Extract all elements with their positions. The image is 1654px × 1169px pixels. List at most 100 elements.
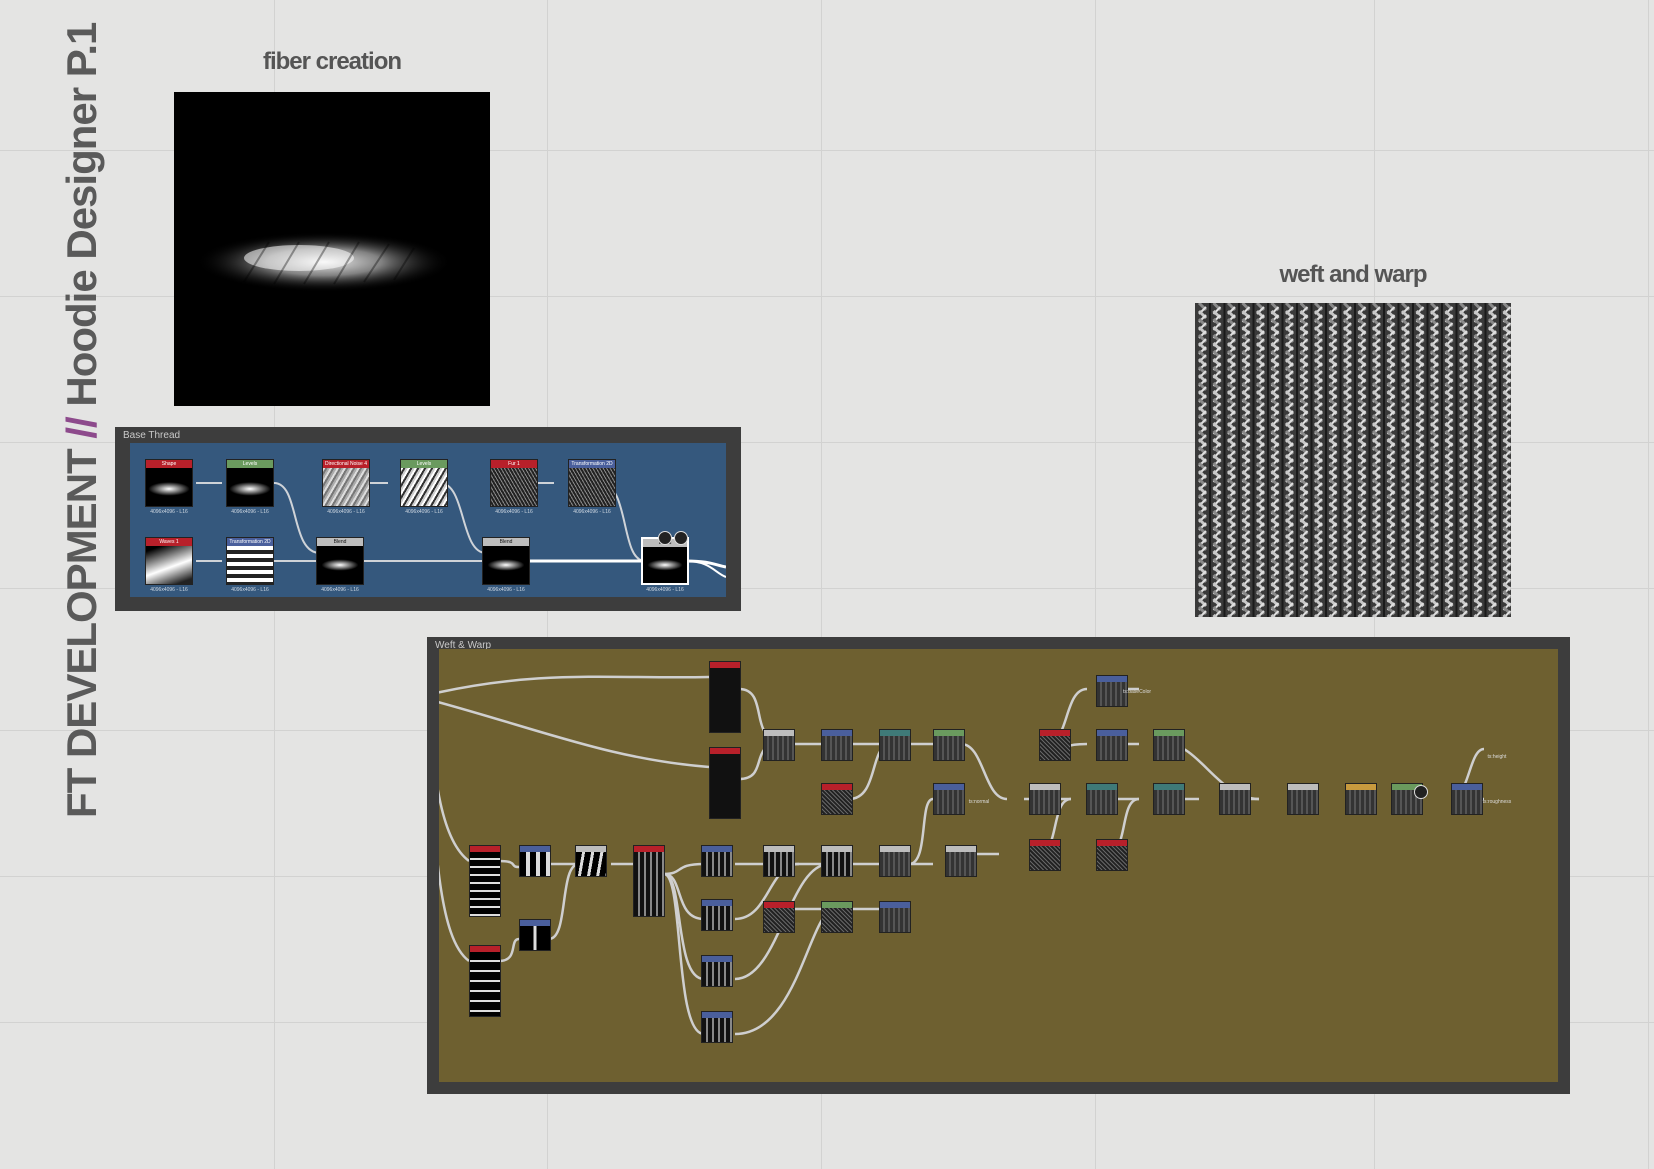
node-preview	[822, 852, 852, 876]
node-transformation-2d-2[interactable]: Transformation 2D	[226, 537, 274, 585]
node-header	[1452, 784, 1482, 790]
base-thread-canvas[interactable]: Shape 4096x4096 - L16 Levels 4096x4096 -…	[130, 443, 726, 597]
node-preview	[1097, 682, 1127, 706]
node-header	[520, 920, 550, 926]
grid-line	[821, 0, 822, 1169]
node-preview	[470, 852, 500, 916]
graph-node[interactable]	[763, 729, 795, 761]
node-blend-2[interactable]: Blend	[482, 537, 530, 585]
node-fur[interactable]: Fur 1	[490, 459, 538, 507]
graph-node[interactable]	[1451, 783, 1483, 815]
graph-node[interactable]	[945, 845, 977, 877]
pin-icon[interactable]	[1414, 785, 1428, 799]
node-title: Transformation 2D	[571, 461, 613, 467]
node-header	[576, 846, 606, 852]
graph-node[interactable]	[933, 783, 965, 815]
node-preview	[1030, 790, 1060, 814]
graph-node[interactable]	[469, 845, 501, 917]
node-directional-noise[interactable]: Directional Noise 4	[322, 459, 370, 507]
graph-node[interactable]	[1153, 783, 1185, 815]
node-levels[interactable]: Levels	[226, 459, 274, 507]
node-preview	[822, 790, 852, 814]
fiber-preview-image	[174, 92, 490, 406]
node-preview	[1040, 736, 1070, 760]
graph-node[interactable]	[1345, 783, 1377, 815]
node-levels-2[interactable]: Levels	[400, 459, 448, 507]
graph-node[interactable]	[1096, 839, 1128, 871]
node-shape[interactable]: Shape	[145, 459, 193, 507]
node-header	[1392, 784, 1422, 790]
graph-node[interactable]	[701, 845, 733, 877]
graph-node[interactable]	[701, 1011, 733, 1043]
output-label: ts:roughness	[1482, 799, 1512, 805]
node-preview	[822, 908, 852, 932]
graph-node[interactable]	[933, 729, 965, 761]
graph-node[interactable]	[1096, 675, 1128, 707]
node-header	[934, 730, 964, 736]
graph-node[interactable]	[879, 729, 911, 761]
graph-node[interactable]	[1086, 783, 1118, 815]
node-header	[634, 846, 664, 852]
node-header	[1154, 730, 1184, 736]
node-header	[1346, 784, 1376, 790]
base-thread-graph[interactable]: Base Thread Shape 4096x4096 - L16	[115, 427, 741, 611]
node-preview	[764, 908, 794, 932]
graph-node[interactable]	[1153, 729, 1185, 761]
graph-node[interactable]	[633, 845, 665, 917]
node-preview	[634, 852, 664, 916]
grid-line	[0, 588, 1654, 589]
node-preview	[934, 790, 964, 814]
node-preview	[880, 736, 910, 760]
node-caption: 4096x4096 - L16	[150, 587, 188, 593]
weft-warp-label: Weft & Warp	[435, 640, 492, 651]
node-preview	[1154, 790, 1184, 814]
close-icon[interactable]	[674, 531, 688, 545]
node-blend[interactable]: Blend	[316, 537, 364, 585]
graph-node[interactable]	[879, 901, 911, 933]
graph-node[interactable]	[1096, 729, 1128, 761]
node-waves[interactable]: Waves 1	[145, 537, 193, 585]
node-title: Levels	[242, 461, 258, 467]
node-preview	[946, 852, 976, 876]
graph-node[interactable]	[1039, 729, 1071, 761]
node-preview	[880, 908, 910, 932]
graph-node[interactable]	[821, 729, 853, 761]
node-caption: 4096x4096 - L16	[150, 509, 188, 515]
grid-line	[0, 442, 1654, 443]
node-header	[710, 662, 740, 668]
node-header	[702, 900, 732, 906]
graph-node[interactable]	[821, 783, 853, 815]
node-title: Transformation 2D	[229, 539, 271, 545]
node-caption: 4096x4096 - L16	[487, 587, 525, 593]
node-title: Fur 1	[508, 461, 520, 467]
node-preview	[1154, 736, 1184, 760]
graph-node[interactable]	[575, 845, 607, 877]
graph-node[interactable]	[469, 945, 501, 1017]
graph-node[interactable]	[1029, 783, 1061, 815]
weft-preview-image	[1195, 303, 1511, 617]
pin-icon[interactable]	[658, 531, 672, 545]
graph-node[interactable]	[1219, 783, 1251, 815]
node-header	[1097, 676, 1127, 682]
graph-node[interactable]	[519, 919, 551, 951]
graph-node[interactable]	[709, 747, 741, 819]
node-title: Directional Noise 4	[325, 461, 367, 467]
graph-node[interactable]	[821, 845, 853, 877]
graph-node[interactable]	[879, 845, 911, 877]
graph-node[interactable]	[763, 845, 795, 877]
graph-node[interactable]	[701, 899, 733, 931]
weft-warp-graph[interactable]: Weft & Warp	[427, 637, 1570, 1094]
graph-node[interactable]	[709, 661, 741, 733]
graph-node[interactable]	[763, 901, 795, 933]
node-transformation-2d[interactable]: Transformation 2D	[568, 459, 616, 507]
fiber-caption: fiber creation	[262, 48, 402, 75]
graph-node[interactable]	[519, 845, 551, 877]
graph-node[interactable]	[821, 901, 853, 933]
graph-node[interactable]	[1287, 783, 1319, 815]
graph-node[interactable]	[701, 955, 733, 987]
node-title: Shape	[161, 461, 177, 467]
weft-warp-canvas[interactable]: ts:baseColor ts:height ts:roughness ts:n…	[439, 649, 1558, 1082]
graph-node[interactable]	[1029, 839, 1061, 871]
node-header	[880, 846, 910, 852]
page-title: FT DEVELOPMENT // Hoodie Designer P.1	[58, 23, 106, 818]
